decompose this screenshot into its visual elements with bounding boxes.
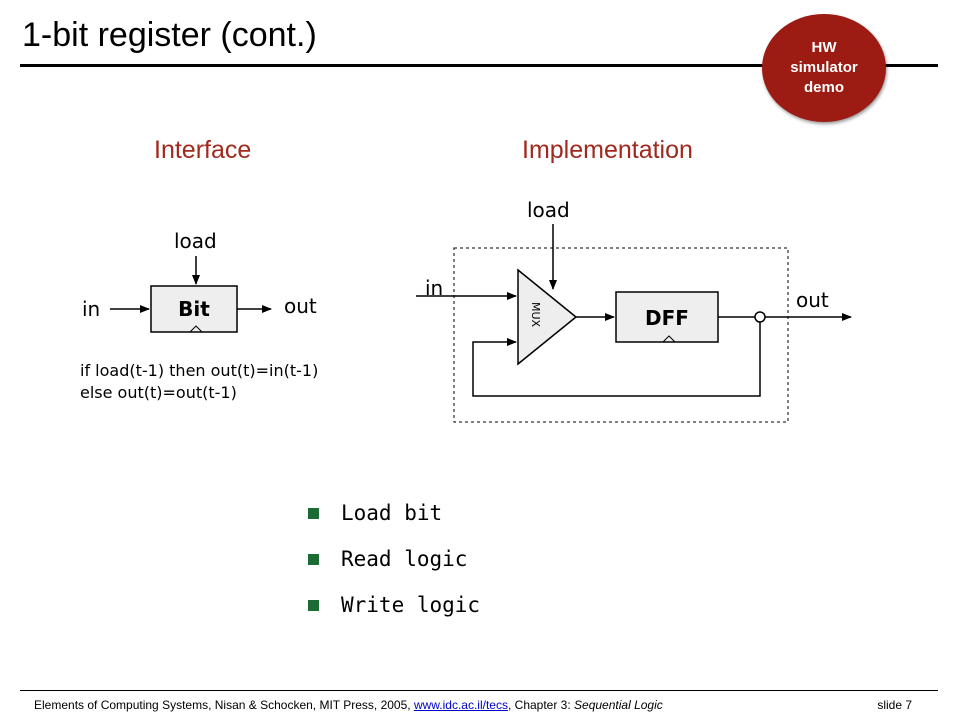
- interface-spec-line-1: if load(t-1) then out(t)=in(t-1): [80, 361, 318, 380]
- bullet-square-icon: [308, 507, 319, 519]
- junction-node: [754, 311, 766, 323]
- interface-out-label: out: [284, 294, 317, 318]
- interface-load-label: load: [174, 229, 217, 253]
- footer-mid: , Chapter 3:: [507, 698, 571, 712]
- badge-line-2: simulator: [790, 59, 858, 76]
- bit-chip: [150, 285, 238, 333]
- implementation-diagram: load in MUX DFF out: [416, 198, 852, 423]
- bit-clock-triangle: [189, 325, 203, 333]
- bullet-text: Read logic: [341, 547, 468, 571]
- page-title: 1-bit register (cont.): [22, 16, 317, 54]
- bullet-square-icon: [308, 553, 319, 565]
- bullet-item: Write logic: [308, 582, 480, 628]
- mux-label: MUX: [529, 302, 542, 328]
- implementation-out-label: out: [796, 288, 829, 312]
- feedback-loop: [472, 322, 761, 397]
- footer-link[interactable]: www.idc.ac.il/tecs: [413, 698, 508, 712]
- interface-diagram: load in Bit out if load(t-1) then out(t)…: [80, 229, 318, 402]
- interface-heading: Interface: [154, 136, 252, 164]
- implementation-boundary: [453, 247, 789, 423]
- hw-simulator-demo-badge[interactable]: HW simulator demo: [762, 14, 886, 122]
- interface-spec-line-2: else out(t)=out(t-1): [80, 383, 237, 402]
- implementation-heading: Implementation: [522, 136, 693, 164]
- slide-number: slide 7: [877, 698, 912, 712]
- footer-chapter: Sequential Logic: [574, 698, 663, 712]
- footer-citation: Elements of Computing Systems, Nisan & S…: [34, 698, 914, 712]
- bit-chip-label: Bit: [178, 297, 210, 321]
- footer-prefix: Elements of Computing Systems, Nisan & S…: [34, 698, 411, 712]
- bullet-list: Load bit Read logic Write logic: [308, 490, 480, 628]
- bullet-square-icon: [308, 599, 319, 611]
- title-divider: [20, 64, 938, 67]
- bullet-text: Load bit: [341, 501, 443, 525]
- implementation-in-label: in: [425, 276, 443, 300]
- bullet-text: Write logic: [341, 593, 481, 617]
- dff-clock-triangle: [662, 335, 676, 343]
- footer-divider: [20, 690, 938, 691]
- implementation-load-label: load: [527, 198, 570, 222]
- mux-gate: [517, 268, 578, 366]
- dff-chip: [615, 291, 719, 343]
- badge-line-3: demo: [803, 79, 844, 96]
- dff-chip-label: DFF: [645, 306, 689, 330]
- badge-line-1: HW: [811, 39, 837, 56]
- bullet-item: Load bit: [308, 490, 480, 536]
- bullet-item: Read logic: [308, 536, 480, 582]
- interface-in-label: in: [82, 297, 100, 321]
